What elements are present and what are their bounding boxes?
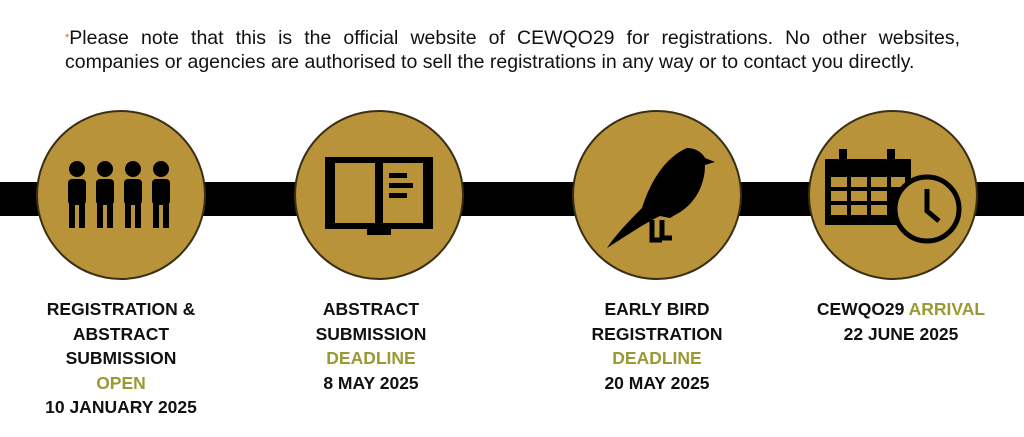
milestone-title-line: REGISTRATION & — [46, 299, 196, 319]
milestone-arrival: CEWQO29 ARRIVAL 22 JUNE 2025 — [781, 297, 1021, 346]
milestone-status: DEADLINE — [612, 348, 702, 368]
milestone-date: 8 MAY 2025 — [323, 372, 419, 393]
milestone-early-bird-deadline: EARLY BIRD REGISTRATION DEADLINE 20 MAY … — [537, 297, 777, 395]
people-icon — [68, 161, 170, 228]
milestone-date: 22 JUNE 2025 — [843, 323, 959, 344]
milestone-title-line: EARLY BIRD — [604, 299, 710, 319]
calendar-clock-icon — [825, 149, 962, 244]
milestone-date: 20 MAY 2025 — [604, 372, 710, 393]
milestone-circle-early-bird-deadline — [572, 110, 742, 280]
milestone-title-line: SUBMISSION — [65, 348, 177, 368]
milestone-registration-open: REGISTRATION & ABSTRACT SUBMISSION OPEN … — [1, 297, 241, 420]
milestone-circle-abstract-deadline — [294, 110, 464, 280]
book-icon — [325, 157, 433, 235]
milestone-title: CEWQO29 — [816, 299, 905, 319]
milestone-title-line: ABSTRACT — [72, 323, 170, 344]
milestone-title-line: REGISTRATION — [591, 323, 723, 344]
asterisk: * — [65, 32, 70, 44]
milestone-title-line: ABSTRACT — [322, 299, 420, 319]
milestone-title-line: SUBMISSION — [315, 323, 427, 344]
milestone-abstract-deadline: ABSTRACT SUBMISSION DEADLINE 8 MAY 2025 — [251, 297, 491, 395]
milestone-circle-registration-open — [36, 110, 206, 280]
milestone-circle-arrival — [808, 110, 978, 280]
milestone-status: DEADLINE — [326, 348, 416, 368]
milestone-status: ARRIVAL — [908, 299, 986, 319]
milestone-status: OPEN — [96, 372, 146, 393]
official-website-notice: *Please note that this is the official w… — [65, 26, 960, 74]
milestone-date: 10 JANUARY 2025 — [45, 397, 197, 417]
bird-icon — [607, 148, 715, 248]
notice-text: Please note that this is the official we… — [65, 27, 960, 73]
